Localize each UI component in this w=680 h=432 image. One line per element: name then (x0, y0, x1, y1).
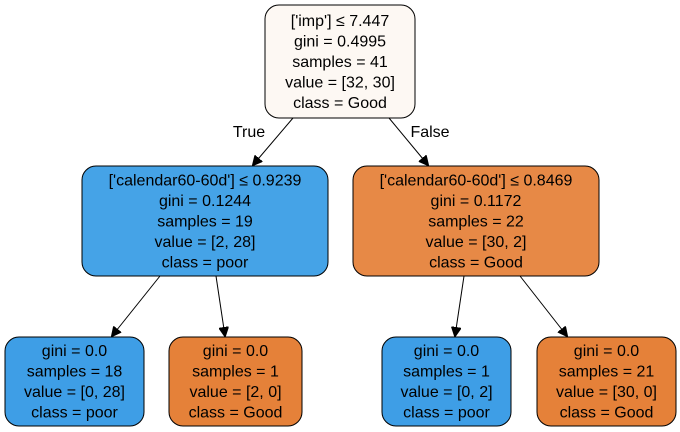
node-text-line: class = poor (31, 405, 118, 422)
edge-label-true: True (233, 124, 265, 141)
node-text-line: value = [32, 30] (285, 74, 395, 91)
node-text-line: class = poor (162, 254, 249, 271)
node-text-line: class = Good (189, 405, 283, 422)
node-leaf-lr: gini = 0.0 samples = 1 value = [2, 0] class… (168, 336, 303, 427)
node-box (81, 165, 329, 277)
edge-left-lr (215, 275, 225, 336)
node-box (352, 165, 600, 277)
edge-root-left (253, 117, 294, 165)
edge-right-rr (519, 275, 567, 336)
node-text-line: value = [30, 2] (426, 234, 527, 251)
edge-label-false: False (410, 124, 449, 141)
node-text-line: gini = 0.0 (203, 343, 268, 360)
node-box (381, 336, 512, 427)
node-box (168, 336, 303, 427)
node-text-line: samples = 19 (157, 213, 253, 230)
node-text-line: ['calendar60-60d'] ≤ 0.9239 (109, 172, 302, 189)
node-text-line: gini = 0.0 (574, 343, 639, 360)
node-text-line: samples = 18 (27, 364, 123, 381)
node-text-line: value = [0, 2] (400, 384, 492, 401)
node-text-line: gini = 0.0 (414, 343, 479, 360)
node-text-line: ['calendar60-60d'] ≤ 0.8469 (380, 172, 573, 189)
node-box (264, 4, 416, 119)
node-text-line: value = [0, 28] (24, 384, 125, 401)
node-text-line: gini = 0.4995 (294, 33, 386, 50)
node-text-line: samples = 41 (292, 54, 388, 71)
edge-left-ll (112, 275, 161, 336)
node-left: ['calendar60-60d'] ≤ 0.9239 gini = 0.1244… (81, 165, 329, 277)
node-text-line: gini = 0.1172 (431, 193, 522, 210)
node-text-line: samples = 22 (428, 213, 524, 230)
node-text-line: value = [30, 0] (556, 384, 657, 401)
node-text-line: value = [2, 28] (155, 234, 256, 251)
node-text-line: gini = 0.1244 (159, 193, 251, 210)
edge-right-rl (455, 275, 465, 336)
node-root: ['imp'] ≤ 7.447 gini = 0.4995 samples = 41… (264, 4, 416, 119)
node-leaf-rl: gini = 0.0 samples = 1 value = [0, 2] class… (381, 336, 512, 427)
node-box (4, 336, 145, 427)
edge-root-right (388, 117, 428, 165)
node-text-line: class = poor (403, 405, 490, 422)
node-text-line: value = [2, 0] (189, 384, 281, 401)
node-text-line: class = Good (560, 405, 654, 422)
node-text-line: samples = 21 (559, 364, 655, 381)
node-text-line: samples = 1 (192, 364, 279, 381)
node-leaf-ll: gini = 0.0 samples = 18 value = [0, 28] cla… (4, 336, 145, 427)
node-text-line: gini = 0.0 (42, 343, 107, 360)
node-text-line: class = Good (293, 95, 387, 112)
node-leaf-rr: gini = 0.0 samples = 21 value = [30, 0] cla… (536, 336, 677, 427)
node-box (536, 336, 677, 427)
node-text-line: samples = 1 (403, 364, 490, 381)
node-right: ['calendar60-60d'] ≤ 0.8469 gini = 0.1172… (352, 165, 600, 277)
node-text-line: ['imp'] ≤ 7.447 (291, 13, 390, 30)
node-text-line: class = Good (429, 254, 523, 271)
